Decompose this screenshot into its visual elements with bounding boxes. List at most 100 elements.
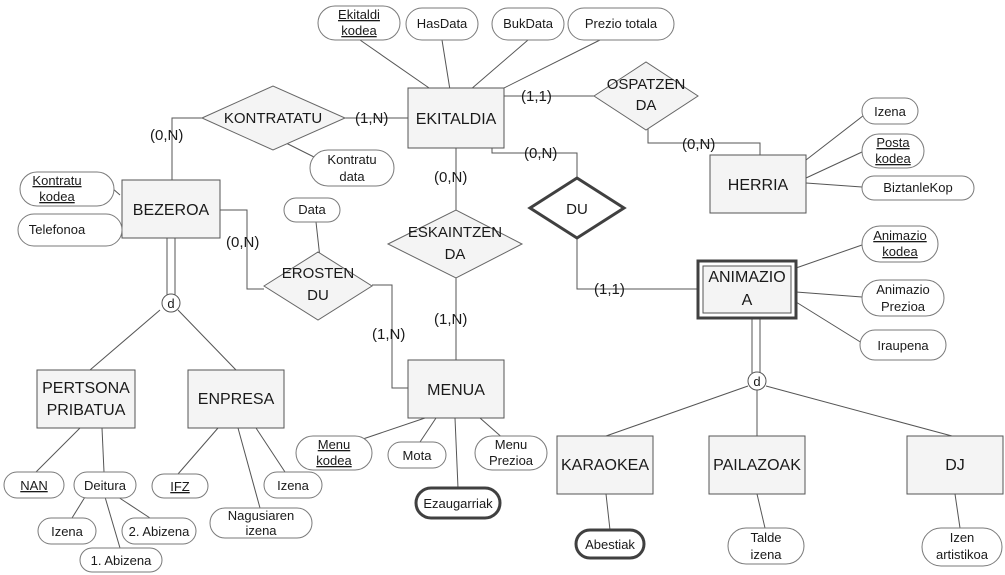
line-talde-izena: [756, 493, 766, 529]
line-hasdata: [441, 39, 451, 91]
relationship-label: DU: [566, 201, 588, 218]
attribute-label: 1. Abizena: [91, 553, 152, 568]
attribute-label-line1: Nagusiaren: [228, 508, 295, 523]
attribute-label-line1: Kontratu: [32, 173, 81, 188]
attribute-bukdata: BukData: [491, 7, 565, 41]
entity-bezeroa: BEZEROA: [121, 179, 221, 239]
attribute-label-line1: Menu: [495, 437, 528, 452]
attribute-pers-izena: Izena: [37, 517, 97, 545]
cardinality-du-animazioa: (1,1): [594, 281, 625, 298]
line-abestiak: [605, 493, 611, 531]
attribute-animazio-prezioa: Animazio Prezioa: [861, 279, 945, 317]
line-mota: [419, 417, 437, 443]
attribute-label: Mota: [403, 448, 433, 463]
line-menu-kodea: [359, 417, 426, 441]
entity-label: PAILAZOAK: [713, 457, 801, 474]
attribute-label: NAN: [20, 478, 47, 493]
line-ezaugarriak: [454, 417, 459, 489]
attribute-label: Deitura: [84, 478, 127, 493]
entity-label: BEZEROA: [133, 202, 210, 219]
attribute-label-line2: artistikoa: [936, 547, 989, 562]
line-du-animazioa: [576, 238, 698, 290]
relationship-erosten-du: EROSTEN DU: [263, 251, 373, 321]
entity-label-line2: PRIBATUA: [47, 402, 126, 419]
cardinality-eskaintzen-menua: (1,N): [434, 311, 467, 328]
attribute-label-line2: izena: [750, 547, 782, 562]
attribute-label: Telefonoa: [29, 222, 86, 237]
line-prezio-totala: [489, 39, 601, 96]
attribute-label-line2: kodea: [341, 23, 377, 38]
attribute-label-line2: kodea: [39, 189, 75, 204]
attribute-label: Ezaugarriak: [423, 496, 493, 511]
attribute-label: HasData: [417, 16, 468, 31]
attribute-label-line1: Ekitaldi: [338, 7, 380, 22]
attribute-label: Izena: [51, 524, 84, 539]
attribute-label: Izena: [874, 104, 907, 119]
entity-pailazoak: PAILAZOAK: [708, 435, 806, 495]
line-data: [315, 221, 321, 259]
attribute-mota: Mota: [387, 441, 447, 469]
line-du-ekitaldia: [491, 148, 578, 178]
attribute-nagusiaren-izena: Nagusiaren izena: [209, 507, 313, 539]
line-izen-artistikoa: [954, 493, 961, 529]
attribute-ezaugarriak: Ezaugarriak: [414, 486, 502, 520]
line-herria-izena: [805, 111, 869, 161]
attribute-kontratu-data: Kontratu data: [309, 149, 395, 187]
line-animazio-prezioa: [795, 291, 863, 298]
attribute-ifz: IFZ: [151, 473, 209, 499]
line-disj-karaokea: [605, 385, 749, 437]
relationship-label-line1: EROSTEN: [282, 265, 355, 282]
line-animazio-kodea: [795, 244, 863, 269]
disjoint-label: d: [753, 374, 760, 389]
attribute-label: Data: [298, 202, 326, 217]
entity-pertsona-pribatua: PERTSONA PRIBATUA: [36, 369, 136, 429]
line-pers-izena: [71, 496, 86, 519]
entity-label: KARAOKEA: [561, 457, 649, 474]
attribute-abizena-1: 1. Abizena: [79, 547, 163, 573]
attribute-label: 2. Abizena: [129, 524, 190, 539]
attribute-label: BukData: [503, 16, 554, 31]
entity-karaokea: KARAOKEA: [556, 435, 654, 495]
line-enpresa-izena: [255, 427, 286, 473]
cardinality-ospatzen-herria: (0,N): [682, 136, 715, 153]
disjoint-marker-bezeroa: d: [161, 293, 181, 313]
entity-herria: HERRIA: [709, 154, 807, 214]
cardinality-labels: (0,N) (1,N) (1,1) (0,N) (0,N) (1,1) (0,N…: [150, 88, 715, 343]
relationship-label-line2: DU: [307, 287, 329, 304]
disjoint-marker-animazioa: d: [747, 371, 767, 391]
attribute-kontratu-kodea: Kontratu kodea: [19, 171, 115, 207]
relationship-label-line1: OSPATZEN: [607, 76, 686, 93]
entity-animazioa: ANIMAZIO A: [696, 259, 798, 320]
attribute-biztanlekop: BiztanleKop: [861, 175, 975, 201]
attribute-label-line2: Prezioa: [489, 453, 534, 468]
entity-label: ENPRESA: [198, 391, 275, 408]
attribute-label: BiztanleKop: [883, 180, 952, 195]
attribute-label-line1: Animazio: [876, 282, 929, 297]
disjoint-label: d: [167, 296, 174, 311]
attribute-label-line1: Animazio: [873, 228, 926, 243]
attribute-nan: NAN: [3, 471, 65, 499]
relationship-eskaintzen-da: ESKAINTZEN DA: [386, 209, 524, 279]
line-disj-dj: [765, 385, 953, 437]
entity-label-line1: PERTSONA: [42, 380, 130, 397]
line-erosten-menua: [372, 284, 408, 389]
entity-ekitaldia: EKITALDIA: [407, 87, 505, 149]
relationship-ospatzen-da: OSPATZEN DA: [593, 61, 699, 131]
entity-enpresa: ENPRESA: [187, 369, 285, 429]
attribute-iraupena: Iraupena: [859, 329, 947, 361]
attribute-abizena-2: 2. Abizena: [121, 517, 197, 545]
attribute-label-line1: Menu: [318, 437, 351, 452]
attribute-prezio-totala: Prezio totala: [567, 7, 675, 41]
cardinality-kontratatu-bezeroa: (0,N): [150, 127, 183, 144]
entity-label: HERRIA: [728, 177, 789, 194]
attribute-label-line2: Prezioa: [881, 299, 926, 314]
attribute-label-line1: Kontratu: [327, 152, 376, 167]
line-ospatzen-herria: [647, 128, 761, 155]
entity-label: EKITALDIA: [416, 111, 497, 128]
attribute-menu-kodea: Menu kodea: [295, 435, 373, 471]
relationship-label: KONTRATATU: [224, 110, 322, 127]
line-nan: [35, 427, 81, 473]
line-iraupena: [795, 301, 863, 344]
relationship-kontratatu: KONTRATATU: [200, 85, 347, 151]
